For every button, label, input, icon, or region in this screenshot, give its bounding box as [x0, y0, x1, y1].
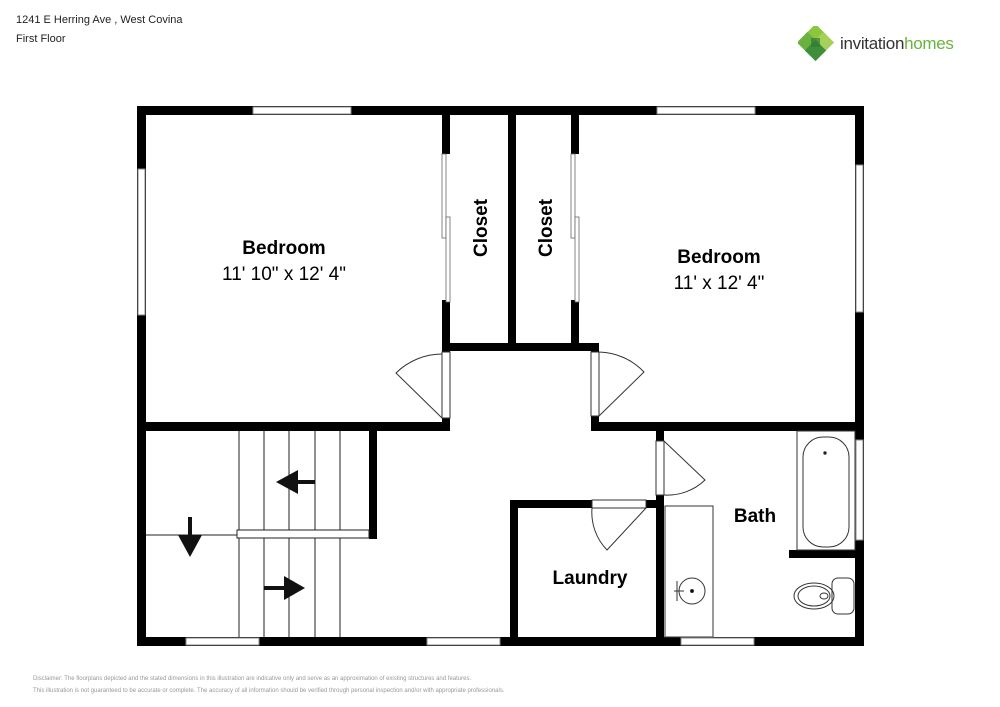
room-label-closet-1: Closet	[471, 198, 492, 257]
room-label-bedroom-right: Bedroom	[677, 247, 760, 268]
room-label-bedroom-left: Bedroom	[242, 238, 325, 259]
room-label-bath: Bath	[734, 506, 776, 527]
room-dims-bedroom-left: 11' 10" x 12' 4"	[222, 264, 346, 285]
stair-arrows	[178, 470, 315, 600]
disclaimer-line-2: This illustration is not guaranteed to b…	[33, 688, 505, 694]
room-dims-bedroom-right: 11' x 12' 4"	[674, 273, 765, 294]
property-address: 1241 E Herring Ave , West Covina	[16, 14, 183, 26]
room-label-laundry: Laundry	[553, 568, 628, 589]
floor-label: First Floor	[16, 33, 66, 45]
logo-mark-icon	[798, 26, 834, 62]
logo-word-homes: homes	[904, 34, 954, 53]
room-label-closet-2: Closet	[536, 198, 557, 257]
logo-word-invitation: invitation	[840, 34, 905, 53]
invitation-homes-logo: invitationhomes	[798, 26, 954, 62]
disclaimer-line-1: Disclaimer: The floorplans depicted and …	[33, 676, 472, 682]
logo-wordmark: invitationhomes	[840, 34, 954, 54]
